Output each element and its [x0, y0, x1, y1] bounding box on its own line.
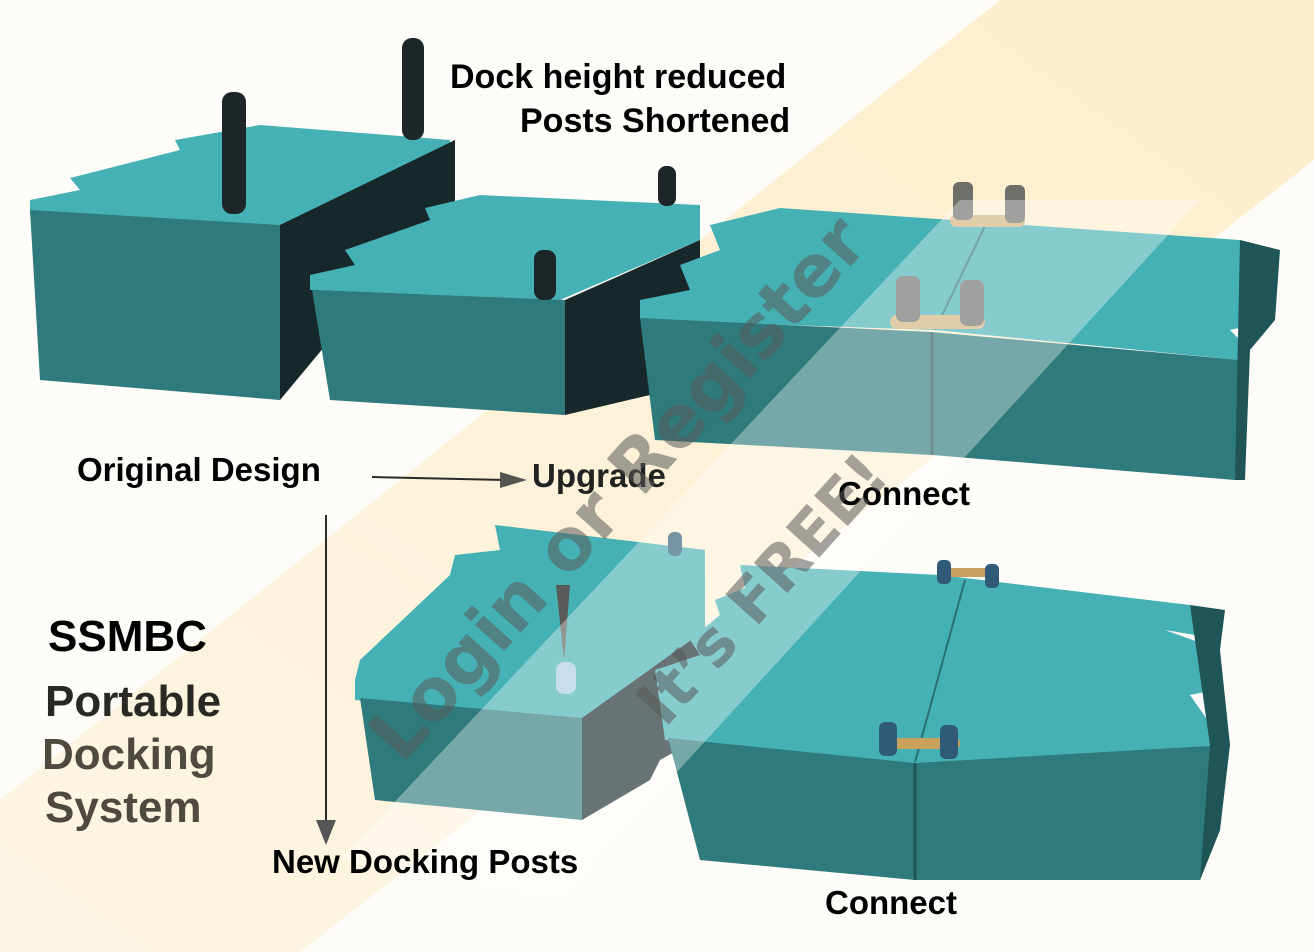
original-post-front: [222, 92, 246, 214]
arrow-upgrade: [371, 472, 527, 488]
label-connect-bottom: Connect: [825, 884, 957, 921]
connected-docks-top: [640, 182, 1280, 480]
watermark-stripe: [340, 200, 1200, 900]
title-line3: Docking: [42, 730, 216, 779]
docking-spike: [556, 585, 570, 660]
heading-line1: Dock height reduced: [450, 58, 787, 96]
bracket-bottom-back: [938, 568, 996, 577]
post-bottom-front-right: [940, 725, 958, 759]
label-original-design: Original Design: [77, 451, 321, 488]
label-new-docking-posts: New Docking Posts: [272, 843, 579, 880]
post-top-back-right: [1005, 185, 1025, 223]
post-bottom-back-right: [985, 564, 999, 588]
post-top-front-right: [960, 280, 984, 326]
new-post-front: [556, 662, 576, 694]
upgraded-post-back: [658, 166, 676, 206]
label-upgrade: Upgrade: [532, 457, 666, 494]
title-line1: SSMBC: [48, 612, 207, 661]
upgraded-post-front: [534, 250, 556, 300]
post-bottom-front-left: [879, 722, 897, 756]
title-line2: Portable: [45, 677, 222, 726]
arrow-new-posts: [316, 515, 336, 845]
label-connect-top: Connect: [838, 475, 970, 512]
title-line4: System: [45, 783, 202, 832]
new-post-back: [668, 532, 682, 556]
upgraded-dock: [310, 166, 700, 415]
heading-line2: Posts Shortened: [520, 102, 791, 140]
original-post-back: [402, 38, 424, 140]
post-top-front-left: [896, 276, 920, 322]
post-top-back-left: [953, 182, 973, 220]
connected-docks-bottom: [655, 560, 1230, 880]
post-bottom-back-left: [937, 560, 951, 584]
